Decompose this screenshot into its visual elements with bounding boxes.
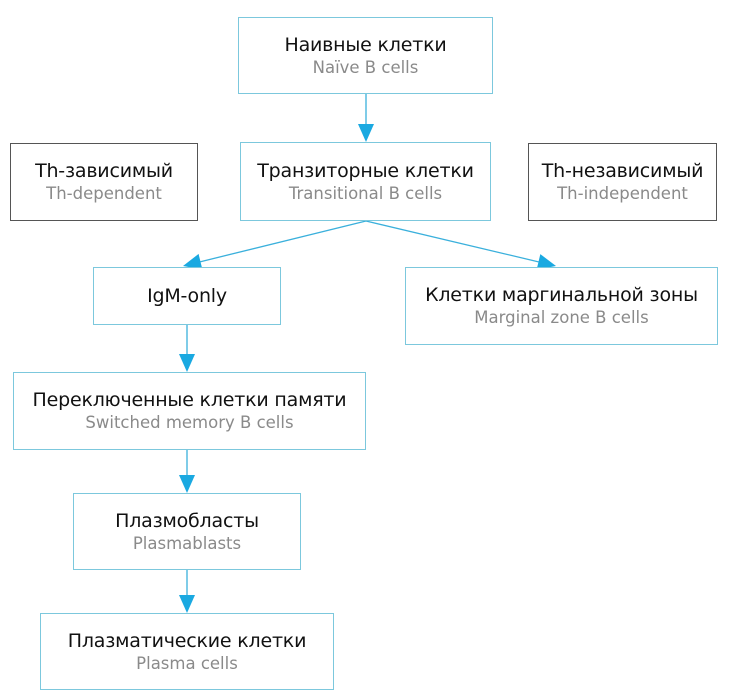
node-switched-memory-b-cells: Переключенные клетки памяти Switched mem… bbox=[13, 372, 366, 450]
node-label-en: Plasma cells bbox=[136, 653, 238, 673]
note-label-en: Th-dependent bbox=[46, 184, 162, 203]
edge-transitional-to-marginal-arrowhead-icon bbox=[536, 254, 556, 270]
node-label-ru: Клетки маргинальной зоны bbox=[425, 284, 698, 306]
node-plasmablasts: Плазмобласты Plasmablasts bbox=[73, 493, 301, 570]
note-label-en: Th-independent bbox=[557, 184, 688, 203]
edge-naive-to-transitional-arrowhead-icon bbox=[358, 124, 374, 142]
node-plasma-cells: Плазматические клетки Plasma cells bbox=[40, 613, 334, 690]
note-th-dependent: Th-зависимый Th-dependent bbox=[10, 143, 198, 221]
node-transitional-b-cells: Транзиторные клетки Transitional B cells bbox=[240, 142, 491, 221]
edge-plasmablasts-to-plasma-arrowhead-icon bbox=[179, 595, 195, 613]
note-label-ru: Th-независимый bbox=[541, 160, 704, 182]
node-label-en: Naïve B cells bbox=[312, 57, 419, 77]
edge-igm_only-to-switched-arrowhead-icon bbox=[179, 354, 195, 372]
node-label-en: Transitional B cells bbox=[288, 183, 443, 203]
node-igm-only: IgM-only bbox=[93, 267, 281, 325]
note-label-ru: Th-зависимый bbox=[35, 160, 173, 182]
node-label-ru: IgM-only bbox=[147, 285, 227, 307]
edge-transitional-to-igm_only-line bbox=[200, 220, 367, 263]
node-label-ru: Переключенные клетки памяти bbox=[32, 389, 347, 411]
node-label-en: Switched memory B cells bbox=[85, 413, 294, 432]
node-label-ru: Плазматические клетки bbox=[67, 629, 307, 652]
node-naive-b-cells: Наивные клетки Naïve B cells bbox=[238, 17, 493, 94]
node-label-en: Marginal zone B cells bbox=[474, 308, 649, 327]
edge-transitional-to-marginal-line bbox=[365, 220, 539, 263]
node-label-en: Plasmablasts bbox=[132, 533, 242, 553]
node-label-ru: Транзиторные клетки bbox=[257, 159, 474, 182]
node-label-ru: Наивные клетки bbox=[284, 33, 447, 56]
node-label-ru: Плазмобласты bbox=[115, 509, 259, 532]
node-marginal-zone-b-cells: Клетки маргинальной зоны Marginal zone B… bbox=[405, 267, 718, 345]
note-th-independent: Th-независимый Th-independent bbox=[528, 143, 717, 221]
edge-switched-to-plasmablasts-arrowhead-icon bbox=[179, 475, 195, 493]
edge-transitional-to-igm_only-arrowhead-icon bbox=[183, 253, 203, 270]
